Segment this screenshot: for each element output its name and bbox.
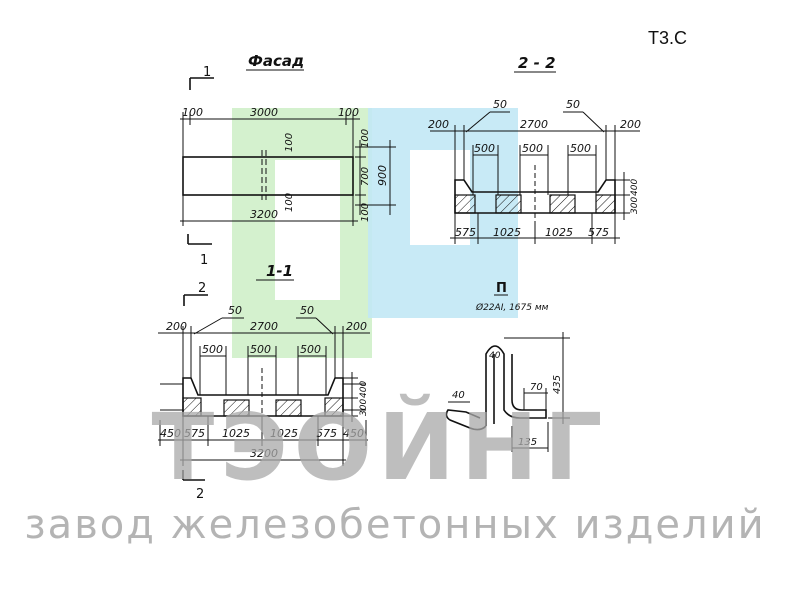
dim-facade-edge-left: 100: [182, 106, 203, 119]
dim-11-seg-end-right: 575: [316, 427, 337, 440]
dim-22-seg-mid-right: 1025: [545, 226, 573, 239]
dim-11-pad-1: 500: [202, 343, 223, 356]
dim-rebar-hook: 40: [452, 390, 465, 401]
dim-11-seg-outer-right: 450: [343, 427, 364, 440]
dim-22-pad-2: 500: [522, 142, 543, 155]
dim-facade-height: 900: [376, 165, 389, 186]
dim-facade-v-bot: 100: [360, 203, 371, 222]
facade-body: [182, 156, 354, 196]
dim-22-pad-3: 500: [570, 142, 591, 155]
dim-facade-v-top-a: 100: [284, 133, 295, 152]
dim-facade-v-bot-a: 100: [284, 193, 295, 212]
dim-11-length: 2700: [250, 320, 278, 333]
cut-mark-top: 1: [203, 65, 211, 80]
watermark-subtitle: завод железобетонных изделий: [24, 502, 766, 548]
dim-rebar-base: 135: [518, 437, 537, 448]
rebar-spec: Ø22AI, 1675 мм: [475, 302, 549, 313]
section-11-title: 1-1: [266, 262, 293, 280]
rebar-title: П: [496, 281, 507, 296]
dim-22-v-upper: 400: [630, 179, 640, 196]
dim-11-v-lower: 300: [359, 399, 369, 416]
dim-11-chamfer-right: 50: [300, 304, 314, 317]
dim-facade-span: 3000: [250, 106, 278, 119]
dim-22-pad-1: 500: [474, 142, 495, 155]
dim-22-v-lower: 300: [630, 197, 640, 214]
dim-rebar-foot: 70: [530, 382, 543, 393]
section-22-title: 2 - 2: [518, 54, 556, 72]
dim-11-chamfer-left: 50: [228, 304, 242, 317]
dim-22-seg-mid-left: 1025: [493, 226, 521, 239]
section-2-2-view: 2 - 2 200 2700 200 50 50 500 500 500: [428, 54, 641, 244]
dim-11-side-left: 200: [166, 320, 187, 333]
cut-mark-bottom: 1: [200, 253, 208, 268]
dim-11-side-right: 200: [346, 320, 367, 333]
dim-11-pad-3: 500: [300, 343, 321, 356]
dim-22-side-right: 200: [620, 118, 641, 131]
facade-view: Фасад 1 1 100 3000 100 3200 100 1: [180, 52, 396, 268]
dim-11-v-upper: 400: [359, 381, 369, 398]
facade-title: Фасад: [248, 52, 304, 70]
rebar-detail: П Ø22AI, 1675 мм 40 40 70 435 135: [445, 281, 570, 452]
dim-11-pad-2: 500: [250, 343, 271, 356]
dim-11-seg-end-left: 575: [184, 427, 205, 440]
dim-11-seg-mid-left: 1025: [222, 427, 250, 440]
section-1-1-view: 1-1 2 2 200 2700 200 50 50: [158, 262, 370, 502]
cut-mark-2-top: 2: [198, 281, 206, 296]
watermark-name: ТЭОЙНГ: [151, 394, 609, 501]
dim-22-chamfer-left: 50: [493, 98, 507, 111]
dim-22-side-left: 200: [428, 118, 449, 131]
dim-facade-edge-right: 100: [338, 106, 359, 119]
dim-11-seg-mid-right: 1025: [270, 427, 298, 440]
dim-facade-v-top: 100: [360, 129, 371, 148]
watermark-logo: [232, 108, 518, 358]
rebar-shape: [485, 345, 547, 426]
dim-rebar-height: 435: [552, 375, 563, 394]
dim-facade-v-mid: 700: [360, 167, 371, 186]
dim-facade-total: 3200: [250, 208, 278, 221]
dim-22-seg-end-right: 575: [588, 226, 609, 239]
sheet-code: Т3.С: [648, 28, 688, 48]
dim-22-seg-end-left: 575: [455, 226, 476, 239]
dim-22-chamfer-right: 50: [566, 98, 580, 111]
dim-22-length: 2700: [520, 118, 548, 131]
cut-mark-2-bottom: 2: [196, 487, 204, 502]
dim-rebar-top-r: 40: [489, 351, 501, 361]
dim-11-total: 3200: [250, 447, 278, 460]
dim-11-seg-outer-left: 450: [160, 427, 181, 440]
